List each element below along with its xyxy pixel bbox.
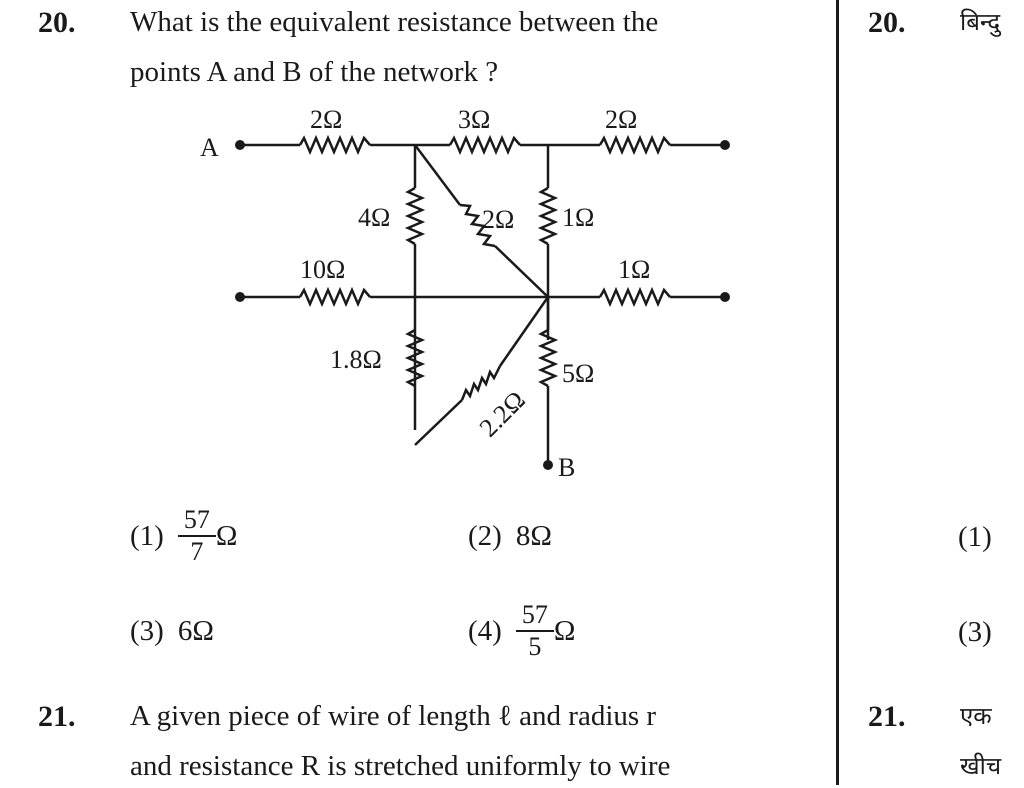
- option-3-value: 6Ω: [177, 615, 214, 647]
- denominator: 5: [528, 632, 542, 661]
- unit: Ω: [553, 614, 576, 647]
- question-20-line2: points A and B of the network ?: [130, 56, 499, 88]
- option-3[interactable]: (3) 6Ω: [130, 615, 214, 648]
- option-1-label: (1): [130, 519, 164, 552]
- resistor-top-2-label: 3Ω: [458, 105, 490, 134]
- denominator: 7: [190, 537, 204, 566]
- resistor-diagonal-lower-label: 2.2Ω: [474, 385, 531, 442]
- resistor-mid-left-label: 10Ω: [300, 255, 345, 284]
- option-2-label: (2): [468, 520, 502, 552]
- hindi-question-number-20: 20.: [868, 6, 906, 39]
- numerator: 57: [521, 600, 548, 629]
- column-divider: [836, 0, 839, 785]
- resistor-left-vertical-label: 4Ω: [358, 203, 390, 232]
- resistor-lower-left-label: 1.8Ω: [330, 345, 382, 374]
- fraction-bar: [177, 535, 216, 537]
- numerator: 57: [183, 505, 210, 534]
- option-1-fraction: 57 7: [177, 505, 216, 567]
- hindi-question-21-text: एक: [960, 702, 992, 730]
- hindi-option-1: (1): [958, 521, 992, 553]
- option-1[interactable]: (1) 57 7 Ω: [130, 505, 237, 567]
- hindi-option-3: (3): [958, 616, 992, 648]
- option-4-fraction: 57 5: [515, 600, 554, 662]
- question-21-line2: and resistance R is stretched uniformly …: [130, 750, 671, 782]
- resistor-top-1-label: 2Ω: [310, 105, 342, 134]
- node-b-label: B: [558, 453, 575, 482]
- question-number-20: 20.: [38, 6, 76, 39]
- question-21-line1: A given piece of wire of length ℓ and ra…: [130, 700, 657, 732]
- resistor-lower-right-label: 5Ω: [562, 359, 594, 388]
- resistor-top-3-label: 2Ω: [605, 105, 637, 134]
- option-4-label: (4): [468, 614, 502, 647]
- hindi-question-number-21: 21.: [868, 700, 906, 733]
- unit: Ω: [215, 519, 238, 552]
- resistor-diagonal-upper-label: 2Ω: [482, 205, 514, 234]
- question-20-line1: What is the equivalent resistance betwee…: [130, 6, 659, 38]
- option-2-value: 8Ω: [515, 520, 552, 552]
- option-4[interactable]: (4) 57 5 Ω: [468, 600, 575, 662]
- option-3-label: (3): [130, 615, 164, 647]
- node-a-label: A: [200, 133, 219, 162]
- resistor-mid-right-label: 1Ω: [618, 255, 650, 284]
- hindi-question-21-line2: खीच: [960, 752, 1002, 780]
- fraction-bar: [515, 630, 554, 632]
- hindi-question-20-text: बिन्दु: [960, 8, 1001, 36]
- resistor-right-vertical-label: 1Ω: [562, 203, 594, 232]
- option-2[interactable]: (2) 8Ω: [468, 520, 552, 553]
- question-number-21: 21.: [38, 700, 76, 733]
